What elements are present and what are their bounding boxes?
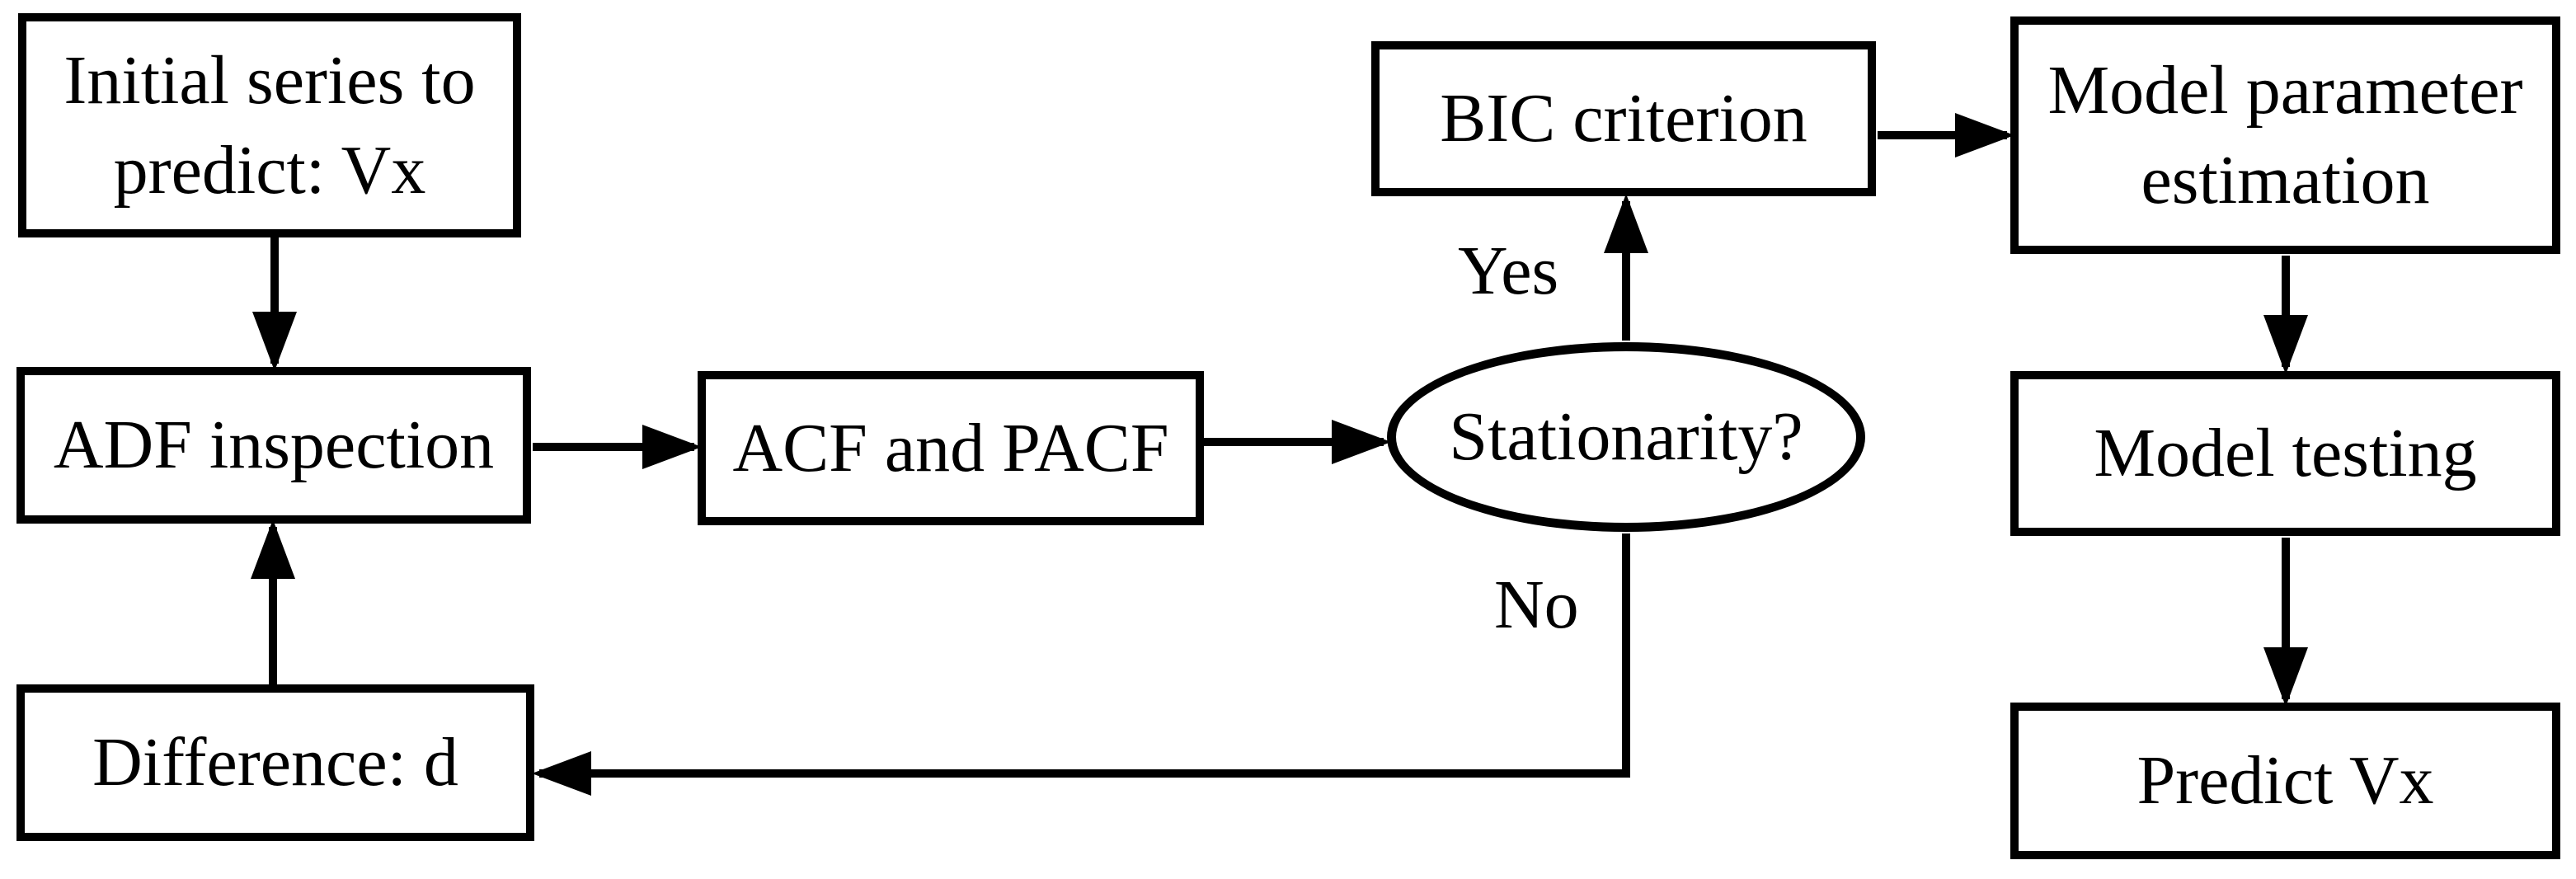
node-adf-inspection: ADF inspection xyxy=(16,367,531,524)
node-bic-criterion: BIC criterion xyxy=(1371,41,1876,196)
node-model-testing: Model testing xyxy=(2010,371,2560,536)
edge-label-no: No xyxy=(1494,566,1579,643)
node-model-parameter-estimation: Model parameter estimation xyxy=(2010,16,2560,254)
node-initial-series: Initial series to predict: Vx xyxy=(18,13,521,237)
node-predict-vx: Predict Vx xyxy=(2010,703,2560,859)
node-acf-and-pacf: ACF and PACF xyxy=(698,371,1204,525)
arrow-stationarity-to-difference-no xyxy=(532,534,1630,796)
node-difference-d: Difference: d xyxy=(16,684,534,841)
node-stationarity-decision: Stationarity? xyxy=(1387,342,1865,532)
edge-label-yes: Yes xyxy=(1458,233,1559,309)
